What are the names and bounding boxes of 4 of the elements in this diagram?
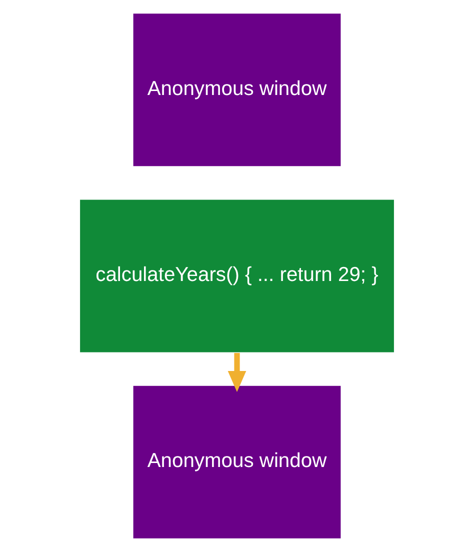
node-box: calculateYears() { ... return 29; }: [78, 198, 396, 354]
node-box: Anonymous window: [132, 12, 342, 168]
node-box: Anonymous window: [132, 384, 342, 540]
arrow: [228, 352, 246, 392]
